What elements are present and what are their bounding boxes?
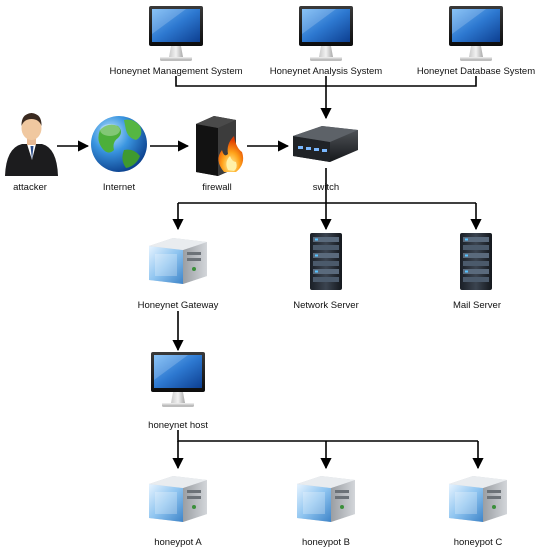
node-label: Honeynet Database System <box>417 66 535 77</box>
edges <box>57 76 484 470</box>
node-label: switch <box>313 182 339 193</box>
server-case-icon <box>449 476 507 522</box>
person-icon <box>5 113 58 176</box>
node-honeypot-c: honeypot C <box>449 476 507 548</box>
node-label: Honeynet Management System <box>109 66 242 77</box>
node-honeypot-a: honeypot A <box>149 476 207 548</box>
server-case-icon <box>149 238 207 284</box>
node-network-server: Network Server <box>293 233 359 311</box>
monitor-icon <box>149 6 203 61</box>
monitor-icon <box>449 6 503 61</box>
node-analysis-system: Honeynet Analysis System <box>270 6 383 77</box>
node-label: Honeynet Analysis System <box>270 66 383 77</box>
monitor-icon <box>299 6 353 61</box>
node-database-system: Honeynet Database System <box>417 6 535 77</box>
edge-mgmt-switch <box>175 76 326 87</box>
node-management-system: Honeynet Management System <box>109 6 243 77</box>
node-attacker: attacker <box>5 113 58 193</box>
node-label: Internet <box>103 182 136 193</box>
firewall-icon <box>196 116 244 176</box>
node-mail-server: Mail Server <box>453 233 501 311</box>
node-honeynet-gateway: Honeynet Gateway <box>138 238 219 311</box>
node-honeypot-b: honeypot B <box>297 476 355 548</box>
node-label: honeypot B <box>302 537 350 548</box>
node-label: honeynet host <box>148 420 208 431</box>
node-label: attacker <box>13 182 47 193</box>
server-case-icon <box>149 476 207 522</box>
node-label: honeypot C <box>454 537 503 548</box>
node-label: firewall <box>202 182 232 193</box>
node-label: honeypot A <box>154 537 202 548</box>
node-label: Network Server <box>293 300 358 311</box>
switch-icon <box>293 126 358 162</box>
monitor-icon <box>151 352 205 407</box>
node-label: Mail Server <box>453 300 501 311</box>
edge-database-switch <box>326 76 477 87</box>
globe-icon <box>91 116 147 172</box>
edge-host-bus <box>177 430 478 442</box>
node-internet: Internet <box>91 116 147 193</box>
node-honeynet-host: honeynet host <box>148 352 208 431</box>
edge-switch-gateway <box>178 202 476 229</box>
node-switch: switch <box>293 126 358 193</box>
node-label: Honeynet Gateway <box>138 300 219 311</box>
rack-server-icon <box>460 233 492 290</box>
server-case-icon <box>297 476 355 522</box>
rack-server-icon <box>310 233 342 290</box>
node-firewall: firewall <box>196 116 244 193</box>
